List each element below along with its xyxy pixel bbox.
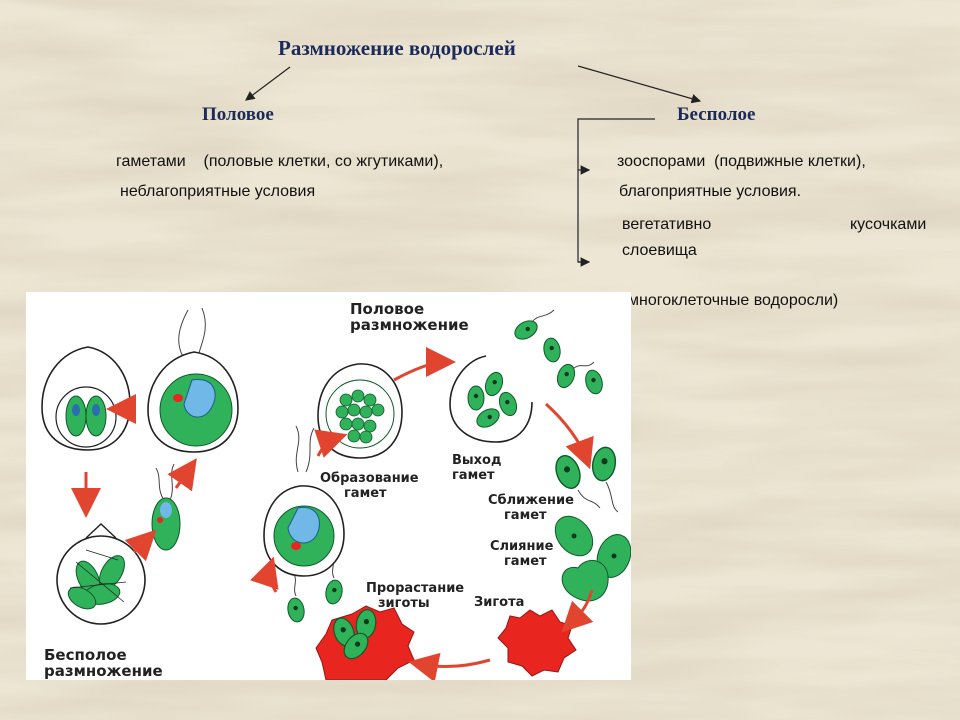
asexual-mother-cell — [147, 307, 239, 453]
asexual-arrow-3 — [124, 529, 157, 562]
young-vegetative-cell — [263, 425, 345, 577]
asexual-line-5: многоклеточные водоросли) — [628, 292, 839, 309]
gamete-release-cell — [449, 355, 533, 443]
sexual-line-2: неблагоприятные условия — [120, 183, 316, 200]
fused-zygote-cell — [561, 560, 609, 602]
life-cycle-illustration: Половое размножение Бесполое размножение — [26, 292, 632, 683]
sexual-reproduction-label-1: Половое — [350, 300, 424, 318]
asexual-line-3-right: кусочками — [850, 216, 927, 233]
zygote — [497, 609, 577, 677]
asexual-reproduction-label-1: Бесполое — [44, 646, 127, 664]
asexual-cell-zoospores — [41, 346, 131, 451]
sexual-arrow-6 — [314, 429, 348, 458]
arrow-to-sexual — [245, 66, 291, 101]
asexual-line-2: благоприятные условия. — [619, 183, 802, 200]
sexual-arrow-1 — [393, 347, 456, 382]
stage-gamete-formation-1: Образование — [320, 471, 419, 486]
released-gametes — [511, 309, 606, 397]
stage-zygote-germination-2: зиготы — [378, 596, 430, 611]
germinating-zygote — [285, 555, 415, 681]
diagram-title: Размножение водорослей — [278, 36, 516, 60]
stage-zygote: Зигота — [474, 595, 524, 610]
fusing-gametes — [554, 515, 632, 578]
stage-gamete-formation-2: гамет — [344, 486, 387, 501]
stage-zygote-germination-1: Прорастание — [366, 581, 464, 596]
sexual-line-1: гаметами (половые клетки, со жгутиками), — [116, 153, 444, 170]
arrow-to-asexual — [577, 65, 702, 104]
asexual-line-1: зооспорами (подвижные клетки), — [617, 153, 866, 170]
stage-gamete-approach-1: Сближение — [488, 493, 574, 508]
stage-gamete-exit-1: Выход — [452, 453, 501, 468]
sexual-arrow-2 — [544, 402, 594, 470]
sexual-heading: Половое — [202, 104, 274, 125]
stage-gamete-fusion-1: Слияние — [490, 539, 554, 554]
asexual-heading: Бесполое — [677, 104, 756, 125]
sexual-arrow-4 — [408, 652, 491, 683]
sexual-arrow-3 — [561, 589, 594, 633]
asexual-arrow-4 — [167, 458, 197, 492]
asexual-zoospores-released — [56, 523, 146, 625]
sexual-arrow-5 — [250, 556, 279, 593]
approaching-gametes — [551, 444, 619, 513]
title-arrows — [245, 65, 702, 267]
stage-gamete-approach-2: гамет — [504, 508, 547, 523]
asexual-line-4: слоевища — [622, 242, 697, 259]
sexual-reproduction-label-2: размножение — [350, 316, 469, 334]
asexual-zoospore-free — [151, 463, 181, 551]
stage-gamete-exit-2: гамет — [452, 468, 495, 483]
stage-gamete-fusion-2: гамет — [504, 554, 547, 569]
asexual-line-3-left: вегетативно — [622, 216, 712, 233]
asexual-reproduction-label-2: размножение — [44, 662, 163, 680]
gamete-forming-cell — [317, 363, 403, 459]
